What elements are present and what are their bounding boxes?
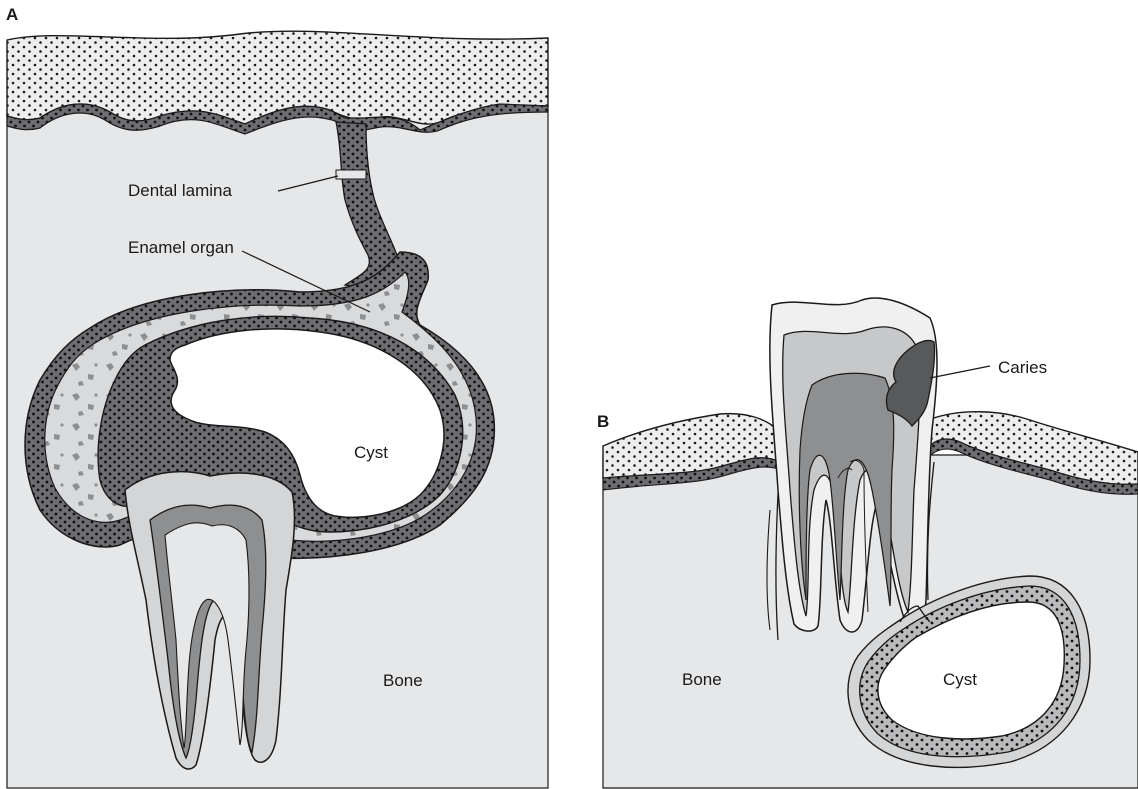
dental-lamina-label: Dental lamina bbox=[128, 181, 232, 200]
panel-a: A Dental lamina Enamel organ Cyst Bone bbox=[6, 5, 548, 788]
panel-b-letter: B bbox=[597, 412, 609, 431]
caries-leader bbox=[930, 366, 990, 378]
enamel-organ-label: Enamel organ bbox=[128, 238, 234, 257]
bone-label-b: Bone bbox=[682, 670, 722, 689]
tooth-b bbox=[770, 298, 937, 632]
cyst-label-a: Cyst bbox=[354, 443, 388, 462]
panel-b: B Caries Cyst Bone bbox=[597, 298, 1138, 788]
cyst-label-b: Cyst bbox=[943, 670, 977, 689]
bone-label-a: Bone bbox=[383, 671, 423, 690]
dental-lamina-gap bbox=[336, 170, 366, 179]
caries-label: Caries bbox=[998, 358, 1047, 377]
panel-a-letter: A bbox=[6, 5, 18, 24]
